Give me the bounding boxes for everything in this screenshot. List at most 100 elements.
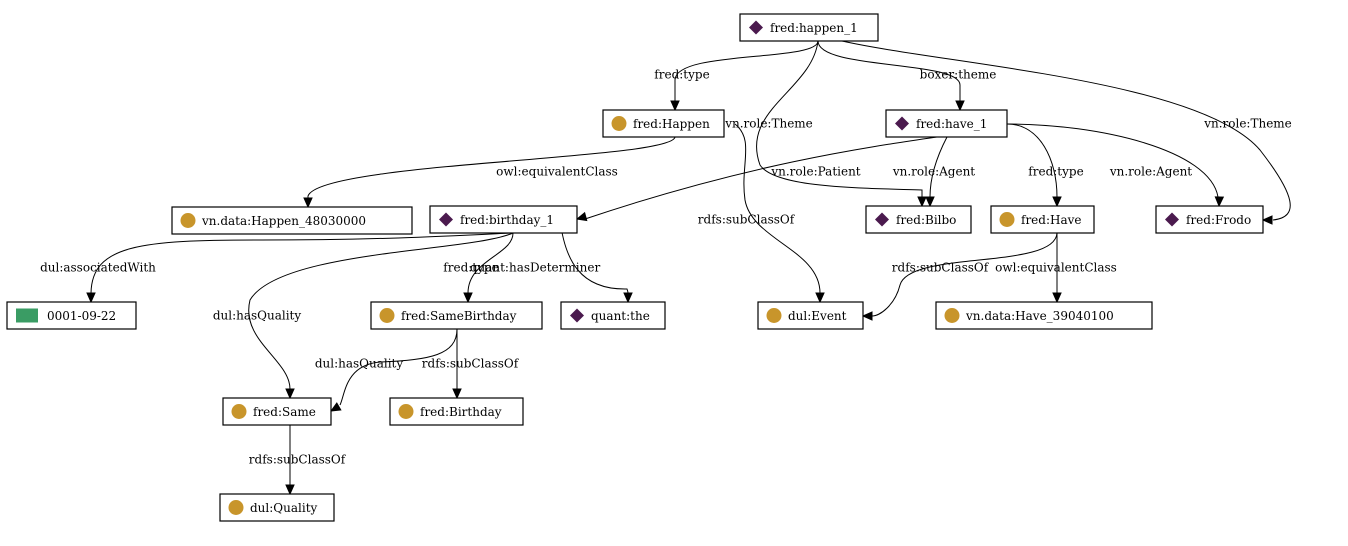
- circle-icon: [379, 308, 395, 323]
- node-frodo[interactable]: fred:Frodo: [1155, 205, 1264, 234]
- edge-label: vn.role:Theme: [724, 117, 813, 131]
- diamond-icon: [895, 116, 909, 131]
- edge-label: rdfs:subClassOf: [422, 357, 520, 371]
- edge-line: [90, 232, 512, 294]
- node-label: dul:Event: [788, 309, 847, 323]
- node-have-1[interactable]: fred:have_1: [885, 109, 1008, 138]
- edge-birthday_1-to-samebirthday: fred:type: [443, 232, 514, 304]
- edge-label: quant:hasDeterminer: [470, 261, 601, 275]
- edge-arrowhead: [285, 484, 295, 496]
- edge-label: owl:equivalentClass: [995, 261, 1117, 275]
- edge-line: [339, 328, 458, 406]
- edge-arrowhead: [575, 211, 588, 222]
- edge-happen_1-to-have_1: boxer:theme: [817, 40, 996, 112]
- diamond-icon: [1165, 212, 1179, 227]
- edge-samebirthday-to-birthday: rdfs:subClassOf: [422, 329, 520, 400]
- node-label: fred:have_1: [916, 117, 987, 131]
- node-event[interactable]: dul:Event: [757, 301, 864, 330]
- diamond-icon: [749, 20, 763, 35]
- edge-label: fred:type: [443, 261, 498, 275]
- edge-arrowhead: [1052, 196, 1062, 208]
- node-birthday-1[interactable]: fred:birthday_1: [429, 205, 578, 234]
- node-label: dul:Quality: [250, 501, 318, 515]
- node-happen[interactable]: fred:Happen: [602, 109, 725, 138]
- edge-label: vn.role:Agent: [1109, 165, 1192, 179]
- edge-arrowhead: [670, 100, 680, 112]
- edge-arrowhead: [303, 197, 313, 209]
- node-bilbo[interactable]: fred:Bilbo: [865, 205, 972, 234]
- edge-label: fred:type: [654, 68, 709, 82]
- node-label: vn.data:Have_39040100: [965, 309, 1114, 323]
- edge-label: dul:hasQuality: [213, 309, 302, 323]
- node-label: quant:the: [591, 309, 650, 323]
- edge-label: fred:type: [1028, 165, 1083, 179]
- node-label: fred:Happen: [633, 117, 710, 131]
- diamond-icon: [439, 212, 453, 227]
- edge-label: rdfs:subClassOf: [698, 213, 796, 227]
- edge-line: [674, 40, 819, 101]
- edge-samebirthday-to-same: dul:hasQuality: [315, 328, 458, 412]
- node-have[interactable]: fred:Have: [990, 205, 1095, 234]
- node-the[interactable]: quant:the: [560, 301, 666, 330]
- edge-arrowhead: [452, 388, 462, 400]
- node-label: fred:Have: [1021, 213, 1082, 227]
- circle-icon: [180, 213, 196, 228]
- edge-happen_1-to-happen: fred:type: [654, 40, 819, 112]
- edge-birthday_1-to-date: dul:associatedWith: [40, 232, 512, 304]
- node-box: [935, 301, 1153, 330]
- edge-arrowhead: [1261, 215, 1273, 225]
- edge-birthday_1-to-same: dul:hasQuality: [213, 232, 514, 400]
- edge-arrowhead: [623, 292, 633, 304]
- rectangle-icon: [16, 308, 38, 323]
- edge-line: [467, 232, 514, 294]
- node-quality[interactable]: dul:Quality: [219, 493, 335, 522]
- node-box: [6, 301, 137, 330]
- edge-same-to-quality: rdfs:subClassOf: [249, 425, 347, 496]
- edge-arrowhead: [861, 311, 873, 321]
- edge-line: [1006, 123, 1058, 198]
- node-samebirthday[interactable]: fred:SameBirthday: [370, 301, 543, 330]
- node-box: [370, 301, 543, 330]
- edge-line: [307, 136, 676, 198]
- node-label: fred:Same: [253, 405, 316, 419]
- node-label: fred:happen_1: [770, 21, 858, 35]
- edge-line: [756, 40, 923, 197]
- node-date[interactable]: 0001-09-22: [6, 301, 137, 330]
- edge-arrowhead: [815, 292, 825, 304]
- edge-label: dul:hasQuality: [315, 357, 404, 371]
- nodes-layer: fred:happen_1 fred:Happen fred:have_1 vn.da…: [6, 13, 1264, 522]
- diamond-icon: [875, 212, 889, 227]
- edge-arrowhead: [86, 292, 96, 304]
- edge-have_1-to-have: fred:type: [1006, 123, 1084, 208]
- edge-arrowhead: [1214, 196, 1225, 208]
- node-label: fred:Frodo: [1186, 213, 1251, 227]
- edge-label: vn.role:Theme: [1203, 117, 1292, 131]
- node-label: vn.data:Happen_48030000: [201, 214, 366, 228]
- edge-line: [841, 40, 1291, 221]
- circle-icon: [231, 404, 247, 419]
- node-label: fred:Bilbo: [896, 213, 956, 227]
- node-have-39040100[interactable]: vn.data:Have_39040100: [935, 301, 1153, 330]
- edge-arrowhead: [1052, 292, 1062, 304]
- edge-birthday_1-to-the: quant:hasDeterminer: [470, 219, 633, 304]
- edge-line: [871, 232, 1058, 317]
- edge-line: [817, 40, 961, 101]
- edge-arrowhead: [925, 196, 935, 208]
- edge-line: [929, 136, 948, 198]
- edge-have_1-to-bilbo: vn.role:Agent: [892, 136, 975, 208]
- edge-happen-to-happen_48030000: owl:equivalentClass: [303, 136, 676, 209]
- node-birthday[interactable]: fred:Birthday: [389, 397, 524, 426]
- node-same[interactable]: fred:Same: [222, 397, 332, 426]
- node-happen-1[interactable]: fred:happen_1: [739, 13, 879, 42]
- edge-label: dul:associatedWith: [40, 261, 156, 275]
- circle-icon: [228, 500, 244, 515]
- edges-layer: fred:type boxer:theme vn.role:Theme vn.role…: [40, 40, 1292, 496]
- circle-icon: [398, 404, 414, 419]
- edge-label: owl:equivalentClass: [496, 165, 618, 179]
- node-box: [219, 493, 335, 522]
- edge-arrowhead: [955, 100, 965, 112]
- edge-have-to-have_39040100: owl:equivalentClass: [995, 233, 1117, 304]
- edge-label: vn.role:Agent: [892, 165, 975, 179]
- node-happen-48030000[interactable]: vn.data:Happen_48030000: [171, 206, 413, 235]
